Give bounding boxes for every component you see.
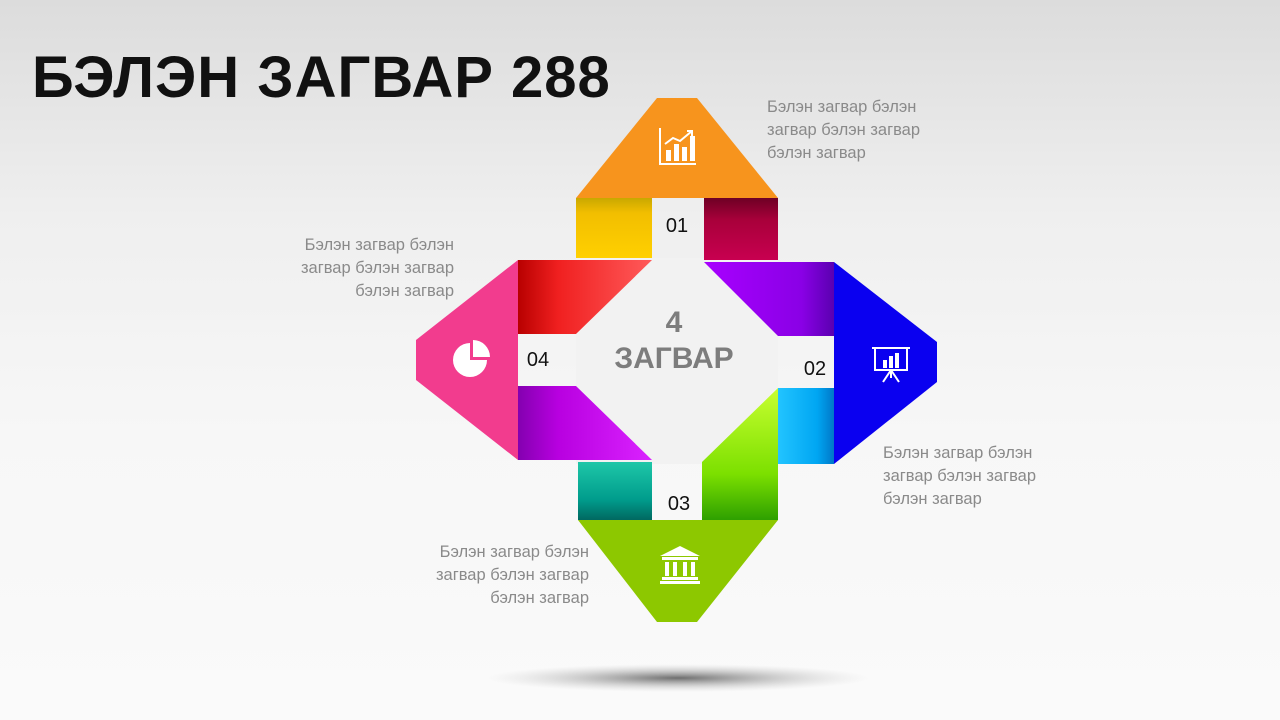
step-03-description-line: Бэлэн загвар бэлэн — [439, 543, 589, 561]
step-03-ribbon-left — [578, 462, 652, 520]
center-label: 4 ЗАГВАР — [594, 305, 754, 377]
step-02-description-line: бэлэн загвар — [883, 490, 982, 508]
presentation-board-icon — [872, 347, 910, 383]
step-01-ribbon-left — [576, 198, 652, 258]
bar-chart-icon — [659, 128, 696, 165]
step-04-description-line: бэлэн загвар — [355, 282, 454, 300]
step-04-ribbon-bottom — [518, 386, 652, 460]
page-title: БЭЛЭН ЗАГВАР 288 — [32, 45, 611, 110]
step-01-description-line: бэлэн загвар — [767, 144, 866, 162]
step-01-number: 01 — [665, 215, 689, 237]
pie-chart-icon — [453, 340, 490, 377]
step-02-ribbon-top — [704, 262, 834, 336]
step-03-description: Бэлэн загвар бэлэн загвар бэлэн загвар б… — [389, 541, 589, 610]
step-03-ribbon-right — [702, 388, 778, 520]
floor-shadow — [488, 664, 868, 692]
step-01-description: Бэлэн загвар бэлэн загвар бэлэн загвар б… — [767, 96, 967, 165]
step-04-description-line: Бэлэн загвар бэлэн — [304, 236, 454, 254]
step-02-description: Бэлэн загвар бэлэн загвар бэлэн загвар б… — [883, 442, 1083, 511]
step-02-description-line: загвар бэлэн загвар — [883, 467, 1037, 485]
step-03-number: 03 — [667, 493, 691, 515]
step-01-ribbon-right — [704, 198, 778, 260]
step-02-ribbon-bottom — [778, 388, 834, 464]
step-01-description-line: загвар бэлэн загвар — [767, 121, 921, 139]
center-word: ЗАГВАР — [614, 342, 734, 375]
step-03-banner — [578, 520, 778, 622]
step-04-description-line: загвар бэлэн загвар — [300, 259, 454, 277]
step-03-description-line: загвар бэлэн загвар — [435, 566, 589, 584]
bank-building-icon — [660, 546, 700, 584]
step-04-description: Бэлэн загвар бэлэн загвар бэлэн загвар б… — [254, 234, 454, 303]
step-01-description-line: Бэлэн загвар бэлэн — [767, 98, 917, 116]
step-02-number: 02 — [803, 358, 827, 380]
step-04-ribbon-top — [518, 260, 652, 334]
step-04-number: 04 — [526, 349, 550, 371]
center-number: 4 — [665, 306, 683, 339]
step-02-description-line: Бэлэн загвар бэлэн — [883, 444, 1033, 462]
step-03-description-line: бэлэн загвар — [490, 589, 589, 607]
